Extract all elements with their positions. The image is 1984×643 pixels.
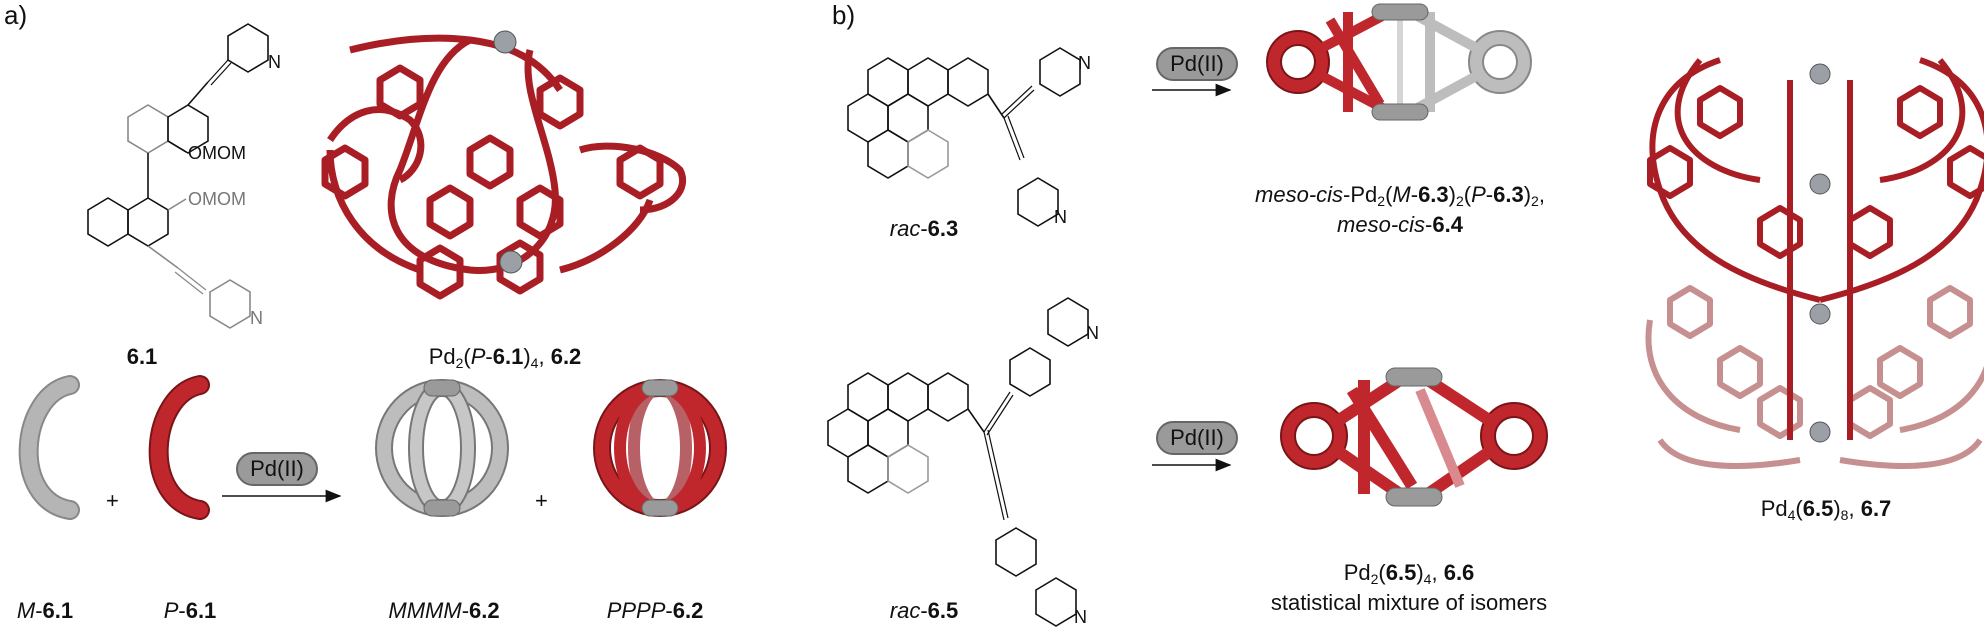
label-6-2: Pd2(P-6.1)4, 6.2 <box>428 344 582 371</box>
label-pd4-6-5-8: Pd4(6.5)8, 6.7 <box>1760 496 1892 523</box>
cage-6-7-model <box>1645 57 1984 469</box>
omom-label-upper: OMOM <box>188 143 246 163</box>
label-rac-6-3: rac-6.3 <box>889 216 959 241</box>
label-rac-6-5: rac-6.5 <box>889 598 959 623</box>
pd-atom-1-6-7 <box>1809 63 1831 85</box>
panel-label-b: b) <box>832 0 856 30</box>
meso-cis-6-4-cartoon <box>1266 3 1532 121</box>
pd-atom-2-6-7 <box>1809 173 1831 195</box>
label-6-1: 6.1 <box>126 344 158 369</box>
pd2-6-5-4-cartoon <box>1280 367 1548 507</box>
structure-6-3 <box>847 47 1081 227</box>
label-pppp-6-2: PPPP-6.2 <box>606 598 704 623</box>
structure-6-5 <box>827 297 1089 627</box>
pd-atom-4-6-7 <box>1809 421 1831 443</box>
m-6-1-crescent <box>18 375 80 520</box>
n-atom-label-6-5-top: N <box>1086 323 1099 343</box>
label-meso-cis-6-4: meso-cis-6.4 <box>1337 212 1463 237</box>
panel-label-a: a) <box>4 0 28 30</box>
label-pd2-6-5-4: Pd2(6.5)4, 6.6 <box>1343 560 1475 587</box>
reagent-pill-a: Pd(II) <box>236 452 318 486</box>
p-6-1-crescent <box>148 375 210 520</box>
plus-sign-a: + <box>106 488 119 513</box>
label-statistical-mixture: statistical mixture of isomers <box>1270 590 1548 615</box>
n-atom-label-6-1-bottom: N <box>250 308 263 328</box>
pd-atom-3-6-7 <box>1809 303 1831 325</box>
label-mmmm-6-2: MMMM-6.2 <box>388 598 500 623</box>
n-atom-label-6-3-top: N <box>1078 53 1091 73</box>
n-atom-label-6-3-bottom: N <box>1054 207 1067 227</box>
cage-6-2-model <box>321 34 686 300</box>
structure-6-1 <box>87 23 269 329</box>
omom-label-lower: OMOM <box>188 189 246 209</box>
pppp-6-2-cartoon <box>593 379 727 517</box>
n-atom-label-6-5-bottom: N <box>1074 607 1087 627</box>
plus-sign-b: + <box>535 488 548 513</box>
mmmm-6-2-cartoon <box>375 379 509 517</box>
reagent-pill-b2: Pd(II) <box>1156 421 1238 455</box>
reagent-pill-b1: Pd(II) <box>1156 47 1238 81</box>
n-atom-label-6-1-top: N <box>268 52 281 72</box>
pd-atom-bottom-6-2 <box>499 250 523 274</box>
label-meso-cis-pd2: meso-cis-Pd2(M-6.3)2(P-6.3)2, <box>1255 182 1545 209</box>
label-p-6-1: P-6.1 <box>163 598 217 623</box>
pd-atom-top-6-2 <box>493 30 517 54</box>
label-m-6-1: M-6.1 <box>16 598 74 623</box>
